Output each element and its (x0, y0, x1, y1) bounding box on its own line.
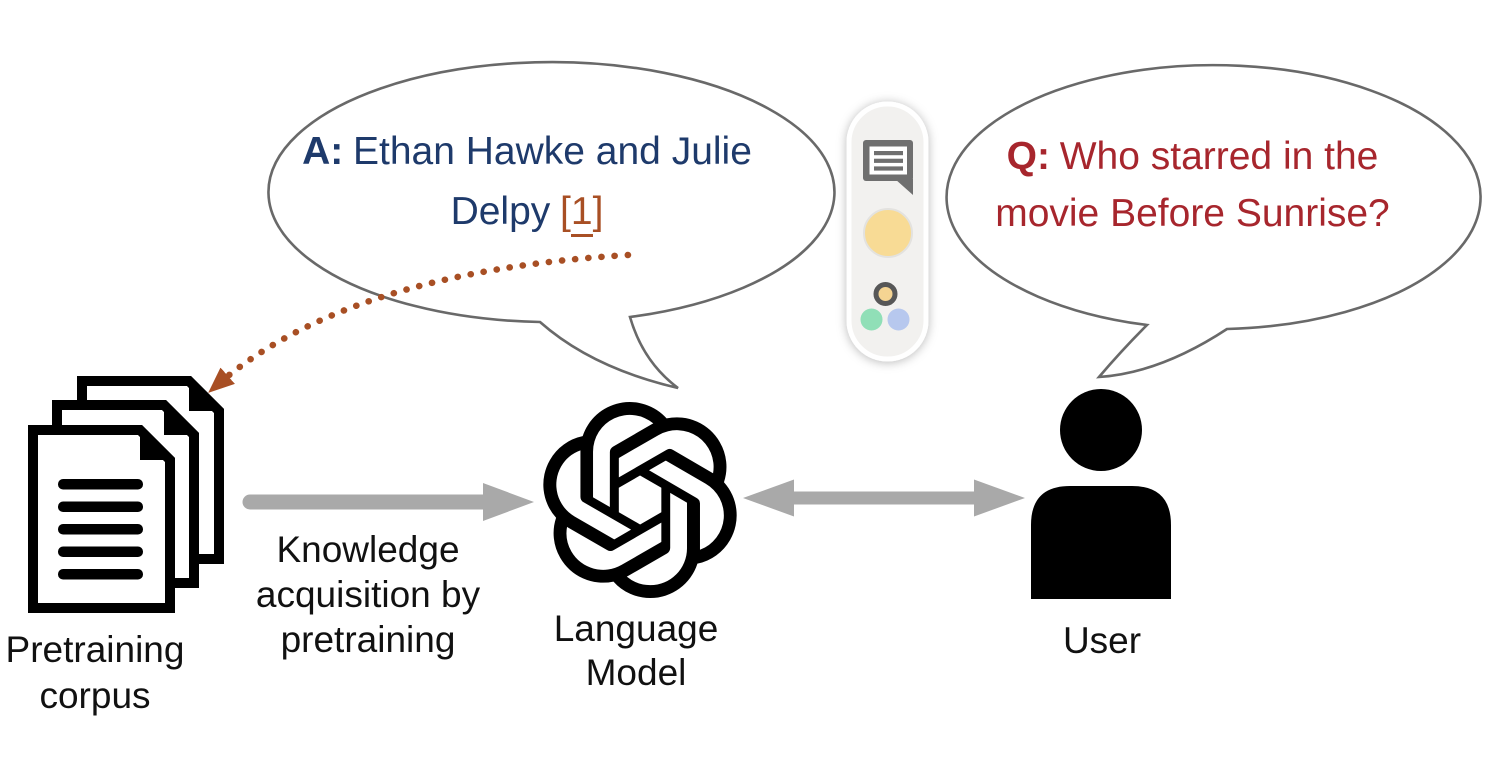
openai-logo-icon (543, 402, 737, 599)
ring-dot-swatch[interactable] (873, 282, 898, 306)
citation-close-bracket: ] (592, 190, 604, 233)
yellow-circle-swatch[interactable] (863, 208, 913, 258)
citation-number: 1 (570, 190, 593, 237)
answer-line2: Delpy (450, 190, 551, 233)
blue-dot-swatch[interactable] (887, 308, 910, 331)
pretraining-corpus-label: Pretraining corpus (5, 629, 185, 716)
question-prefix: Q: (1006, 135, 1050, 178)
green-dot-swatch[interactable] (860, 308, 883, 331)
answer-speech-bubble (267, 60, 836, 390)
comment-icon[interactable] (863, 140, 913, 195)
answer-bubble-text: A:Ethan Hawke and Julie Delpy[1] (262, 122, 792, 242)
user-label: User (1062, 620, 1142, 661)
annotation-toolbar (846, 101, 929, 362)
answer-line1: Ethan Hawke and Julie (352, 130, 752, 173)
pretraining-arrow (242, 483, 534, 521)
citation-link[interactable]: [1] (560, 190, 604, 237)
question-speech-bubble (945, 63, 1482, 379)
question-line2: movie Before Sunrise? (995, 192, 1390, 235)
question-line1: Who starred in the (1059, 135, 1379, 178)
language-model-label: Language Model (553, 608, 719, 693)
citation-provenance-arrow (208, 251, 632, 393)
document-stack-icon (28, 376, 224, 613)
answer-prefix: A: (302, 130, 344, 173)
interaction-arrow (743, 479, 1025, 517)
user-silhouette-icon (1031, 389, 1171, 599)
pretraining-arrow-label: Knowledge acquisition by pretraining (255, 529, 481, 660)
citation-open-bracket: [ (560, 190, 571, 233)
question-bubble-text: Q:Who starred in the movie Before Sunris… (950, 128, 1435, 242)
